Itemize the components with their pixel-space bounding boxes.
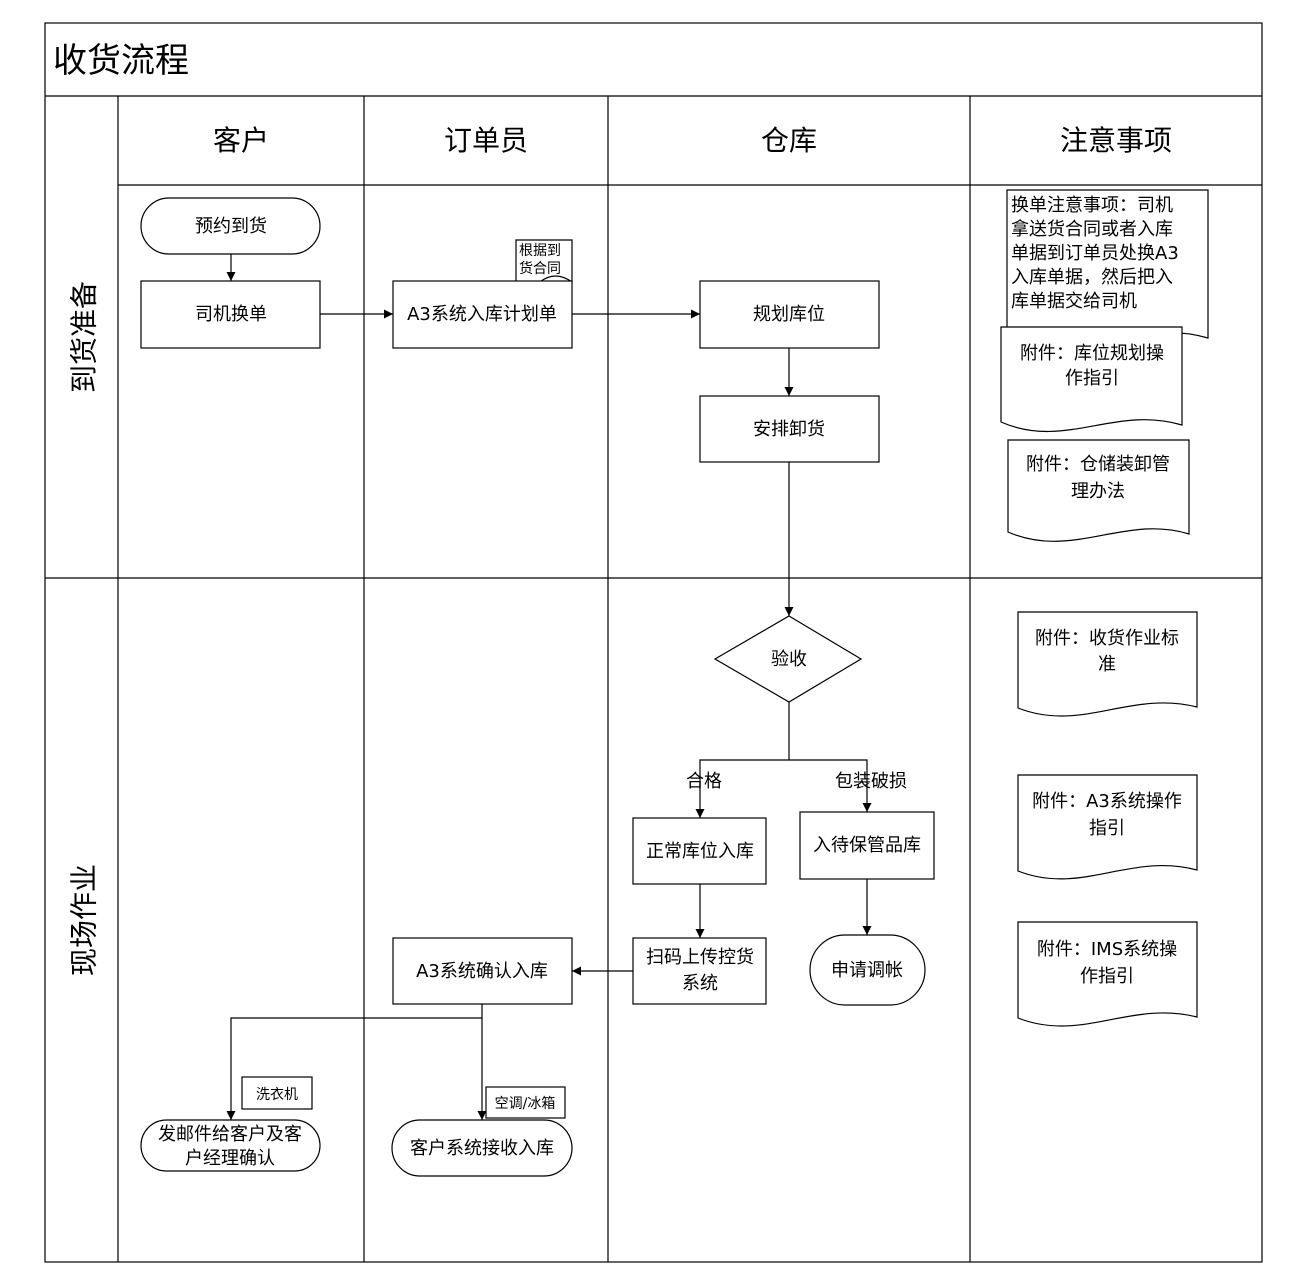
- note-attach-location-line1: 附件：库位规划操: [1020, 343, 1164, 364]
- terminator-book-arrival: [140, 197, 321, 255]
- lane-header-order-clerk: 订单员: [444, 124, 528, 157]
- phase-label-arrival-prep: 到货准备: [68, 281, 101, 393]
- note-attach-ims-shape: [1017, 921, 1198, 1027]
- note-attach-location-line2: 作指引: [1065, 368, 1119, 389]
- note-exchange-line1: 换单注意事项：司机: [1011, 195, 1173, 216]
- note-attach-a3-line2: 指引: [1089, 818, 1125, 839]
- label-pending-stock: 入待保管品库: [813, 835, 921, 856]
- label-scan-upload-line1: 扫码上传控货: [646, 947, 754, 968]
- note-attach-ims-line2: 作指引: [1080, 966, 1134, 987]
- process-a3-plan: [392, 280, 573, 349]
- label-send-email-line1: 发邮件给客户及客: [158, 1124, 302, 1145]
- note-attach-ims-line1: 附件：IMS系统操: [1037, 939, 1177, 960]
- note-exchange-line5: 库单据交给司机: [1011, 291, 1137, 312]
- note-attach-receiving-line2: 准: [1098, 654, 1116, 675]
- label-driver-exchange: 司机换单: [195, 304, 267, 325]
- label-arrange-unload: 安排卸货: [753, 419, 825, 440]
- label-inspect: 验收: [771, 649, 807, 670]
- label-customer-receive: 客户系统接收入库: [410, 1138, 554, 1159]
- phase-label-onsite-operation: 现场作业: [68, 864, 101, 976]
- terminator-send-email: [140, 1119, 321, 1172]
- page-title: 收货流程: [53, 41, 189, 81]
- branch-label-damaged: 包装破损: [835, 771, 907, 792]
- note-exchange-line3: 单据到订单员处换A3: [1011, 243, 1179, 264]
- process-normal-stock: [632, 817, 767, 885]
- note-exchange-line2: 拿送货合同或者入库: [1011, 218, 1173, 240]
- label-a3-plan: A3系统入库计划单: [407, 304, 557, 325]
- label-request-adjust: 申请调帐: [831, 960, 903, 981]
- connectors: [226, 254, 872, 1120]
- process-arrange-unload: [699, 395, 880, 463]
- callout-ac-fridge: 空调/冰箱: [495, 1096, 556, 1112]
- label-scan-upload-line2: 系统: [682, 973, 718, 994]
- label-normal-stock: 正常库位入库: [646, 841, 754, 862]
- note-attach-a3-shape: [1017, 774, 1198, 880]
- process-scan-upload: [632, 937, 767, 1005]
- process-pending-stock: [799, 811, 935, 880]
- label-book-arrival: 预约到货: [195, 216, 267, 237]
- decision-inspect: [713, 615, 863, 703]
- note-attach-handling-shape: [1007, 439, 1190, 542]
- callout-washer: 洗衣机: [256, 1087, 298, 1103]
- lane-header-warehouse: 仓库: [761, 124, 817, 157]
- lane-header-customer: 客户: [213, 124, 269, 157]
- callout-ac-fridge-box: [485, 1086, 566, 1119]
- branch-label-pass: 合格: [686, 771, 722, 792]
- process-plan-location: [699, 280, 880, 349]
- note-attach-receiving-shape: [1017, 611, 1198, 717]
- label-send-email-line2: 户经理确认: [185, 1148, 275, 1169]
- label-plan-location: 规划库位: [753, 304, 825, 325]
- note-exchange-line4: 入库单据，然后把入: [1011, 267, 1173, 288]
- process-a3-confirm: [392, 937, 573, 1005]
- terminator-request-adjust: [809, 934, 926, 1006]
- lane-header-notes: 注意事项: [1060, 124, 1172, 157]
- callout-by-contract-line1: 根据到: [519, 243, 561, 259]
- note-attach-handling-line2: 理办法: [1071, 481, 1125, 502]
- callout-by-contract-line2: 货合同: [519, 260, 561, 277]
- note-attach-handling-line1: 附件：仓储装卸管: [1026, 454, 1170, 475]
- label-a3-confirm: A3系统确认入库: [416, 961, 548, 982]
- process-driver-exchange: [140, 280, 321, 349]
- callout-washer-box: [241, 1076, 313, 1110]
- terminator-customer-receive: [391, 1119, 573, 1177]
- note-attach-location-shape: [1000, 326, 1183, 433]
- note-attach-receiving-line1: 附件：收货作业标: [1035, 628, 1179, 649]
- note-attach-a3-line1: 附件：A3系统操作: [1032, 791, 1182, 812]
- swimlane-grid: [44, 22, 1263, 1263]
